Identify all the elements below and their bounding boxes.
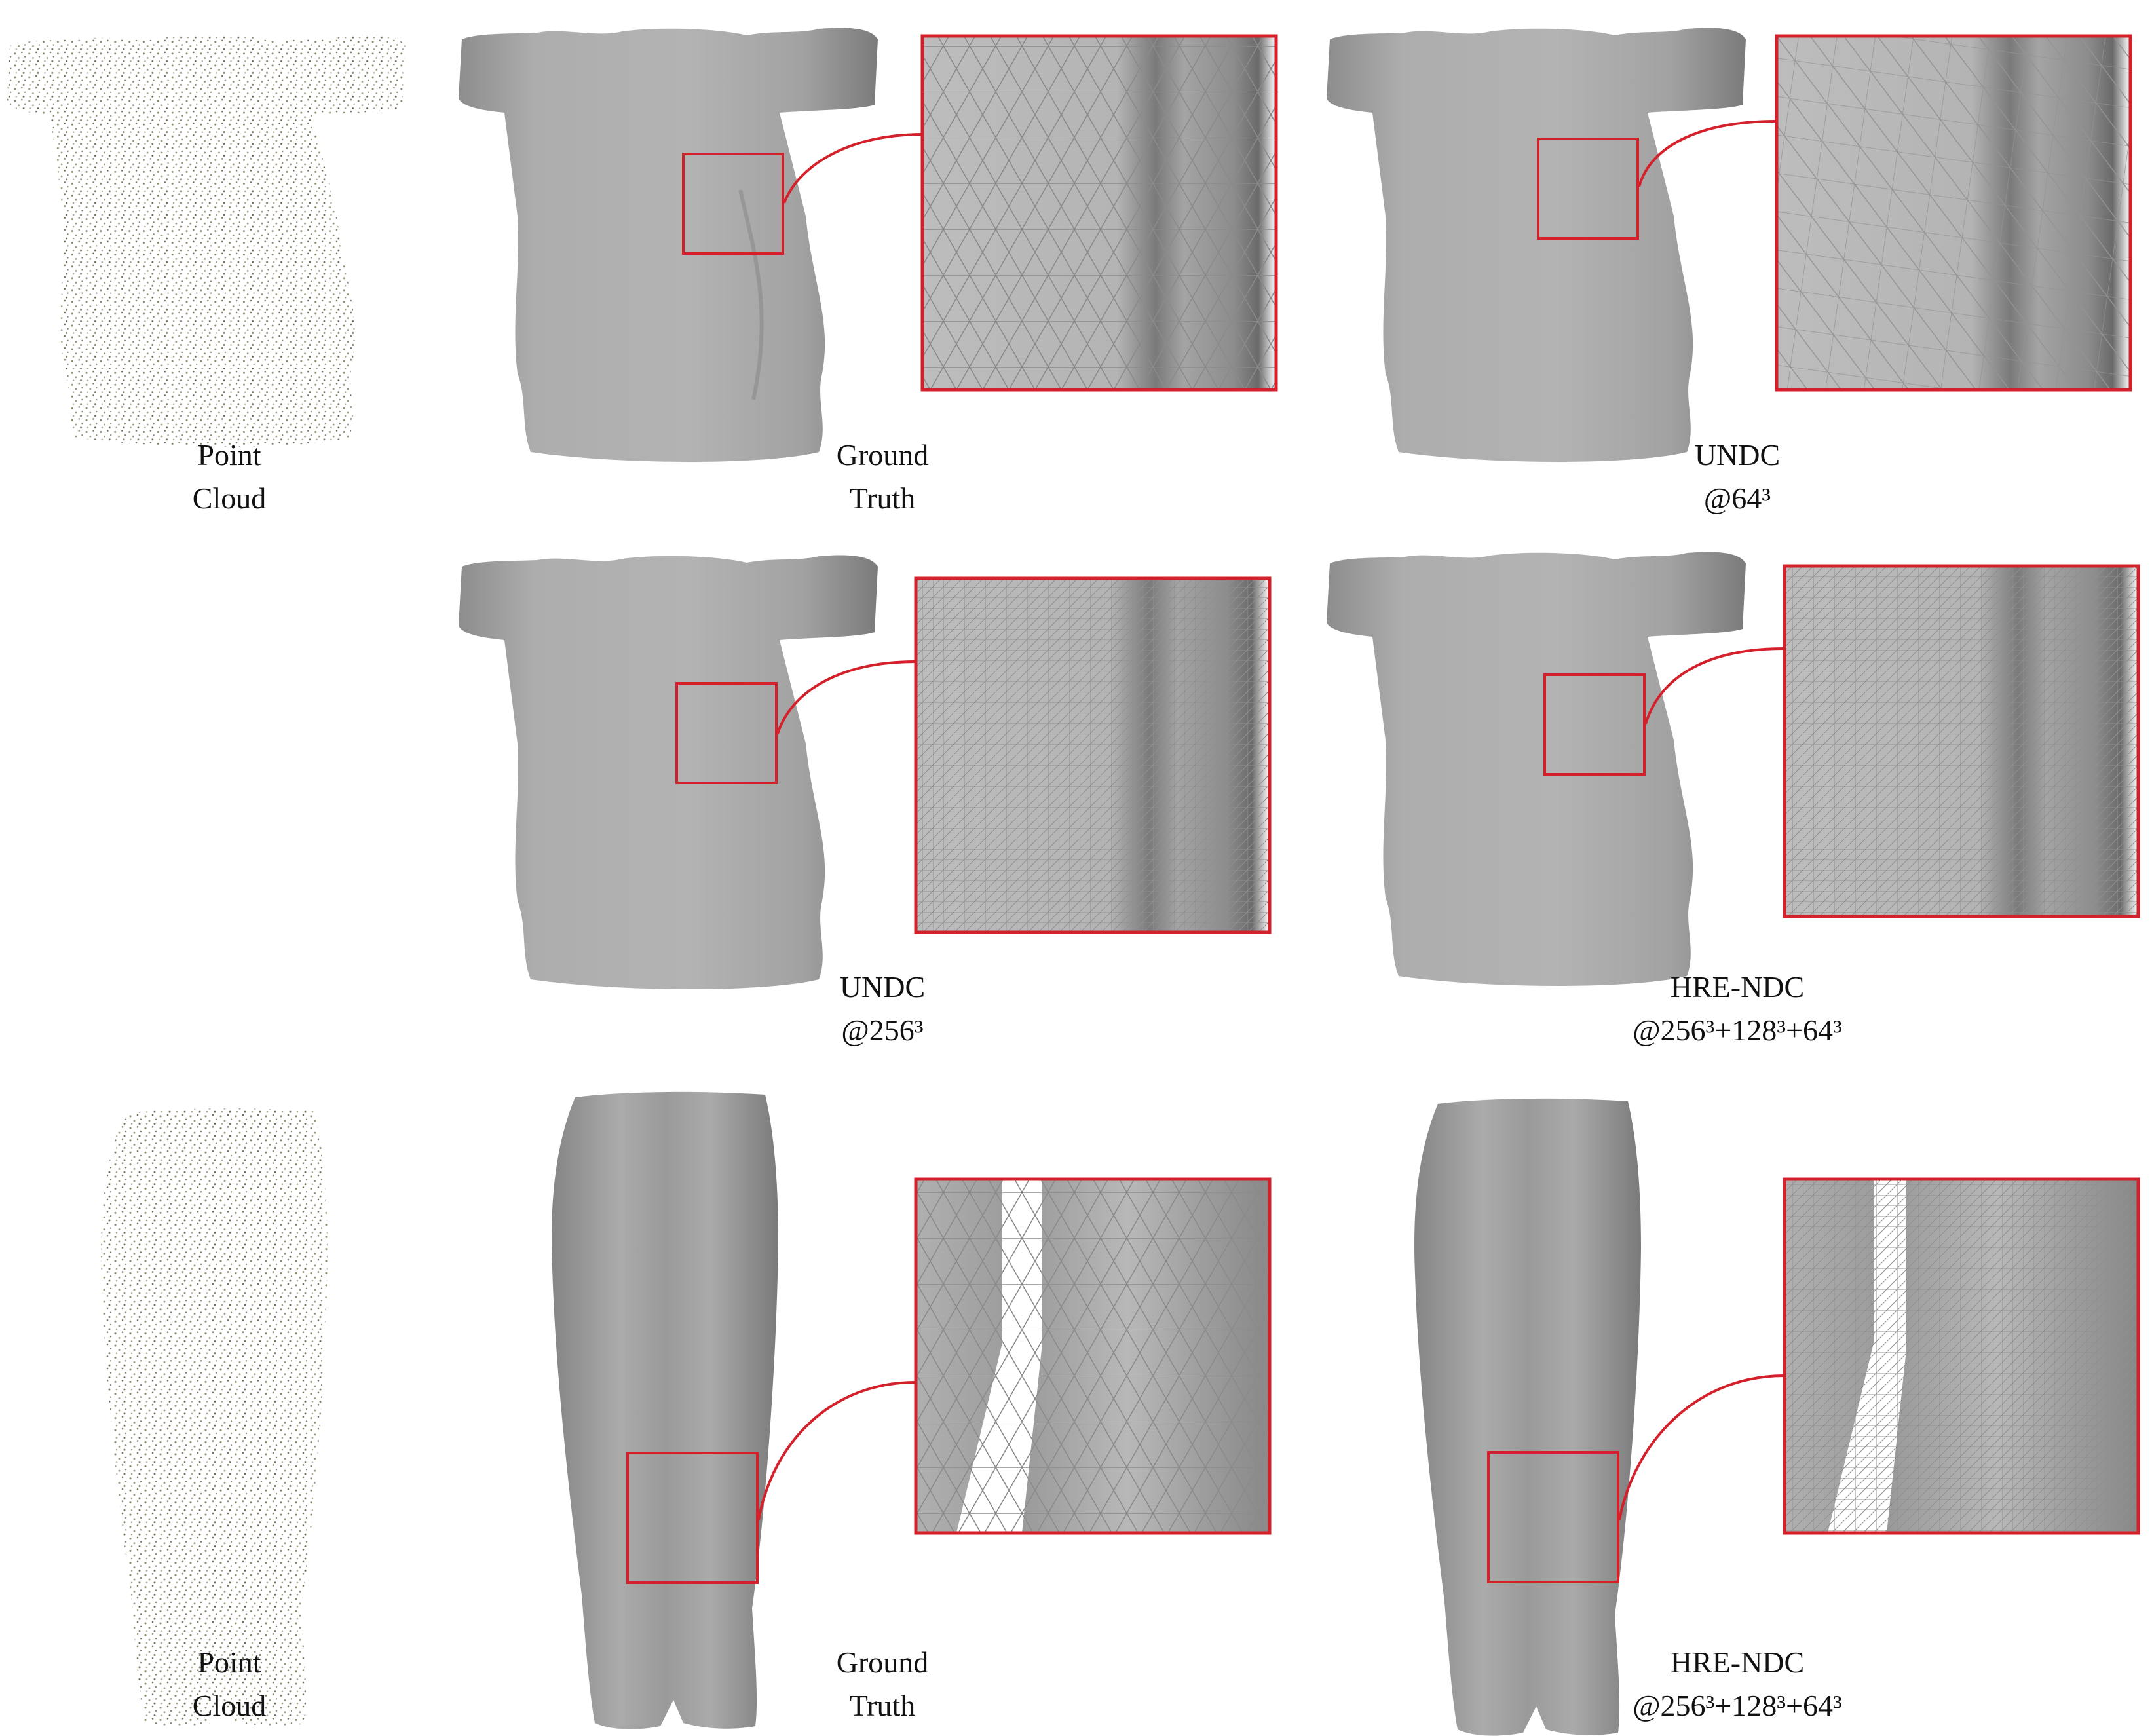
zoom-inset-icon	[626, 1177, 1272, 1584]
caption-ground-truth-top: Ground Truth	[653, 434, 1112, 520]
point-cloud-icon	[7, 34, 406, 447]
caption-point-cloud-top: Point Cloud	[0, 434, 459, 520]
caption-line: Ground	[836, 438, 929, 472]
caption-line: HRE-NDC	[1670, 970, 1805, 1004]
caption-line: UNDC	[1694, 438, 1781, 472]
tshirt-mesh-icon	[1327, 28, 1746, 462]
caption-hre-ndc-bottom: HRE-NDC @256³+128³+64³	[1508, 1641, 1967, 1727]
pants-mesh-icon	[1414, 1098, 1641, 1736]
caption-line: HRE-NDC	[1670, 1646, 1805, 1679]
caption-line: @256³+128³+64³	[1633, 1013, 1842, 1047]
caption-line: Truth	[849, 481, 916, 515]
caption-point-cloud-bottom: Point Cloud	[0, 1641, 459, 1727]
caption-line: @64³	[1703, 481, 1771, 515]
zoom-inset-icon	[675, 576, 1272, 934]
pants-mesh-icon	[552, 1091, 778, 1729]
caption-line: UNDC	[839, 970, 926, 1004]
caption-line: Point	[197, 438, 261, 472]
caption-line: Point	[197, 1646, 261, 1679]
zoom-inset-icon	[1543, 564, 2140, 918]
zoom-inset-icon	[1537, 34, 2132, 392]
caption-undc-256: UNDC @256³	[653, 966, 1112, 1052]
caption-hre-ndc-top: HRE-NDC @256³+128³+64³	[1508, 966, 1967, 1052]
tshirt-mesh-icon	[459, 555, 878, 989]
caption-line: @256³+128³+64³	[1633, 1689, 1842, 1722]
zoom-inset-icon	[682, 34, 1278, 392]
tshirt-mesh-icon	[459, 28, 878, 462]
caption-line: Truth	[849, 1689, 916, 1722]
zoom-inset-icon	[1487, 1177, 2140, 1583]
caption-line: Cloud	[192, 1689, 267, 1722]
caption-line: Ground	[836, 1646, 929, 1679]
caption-line: Cloud	[192, 481, 267, 515]
tshirt-mesh-icon	[1327, 552, 1746, 986]
point-cloud-icon	[101, 1108, 328, 1727]
caption-line: @256³	[841, 1013, 924, 1047]
caption-ground-truth-bottom: Ground Truth	[653, 1641, 1112, 1727]
caption-undc-64: UNDC @64³	[1508, 434, 1967, 520]
